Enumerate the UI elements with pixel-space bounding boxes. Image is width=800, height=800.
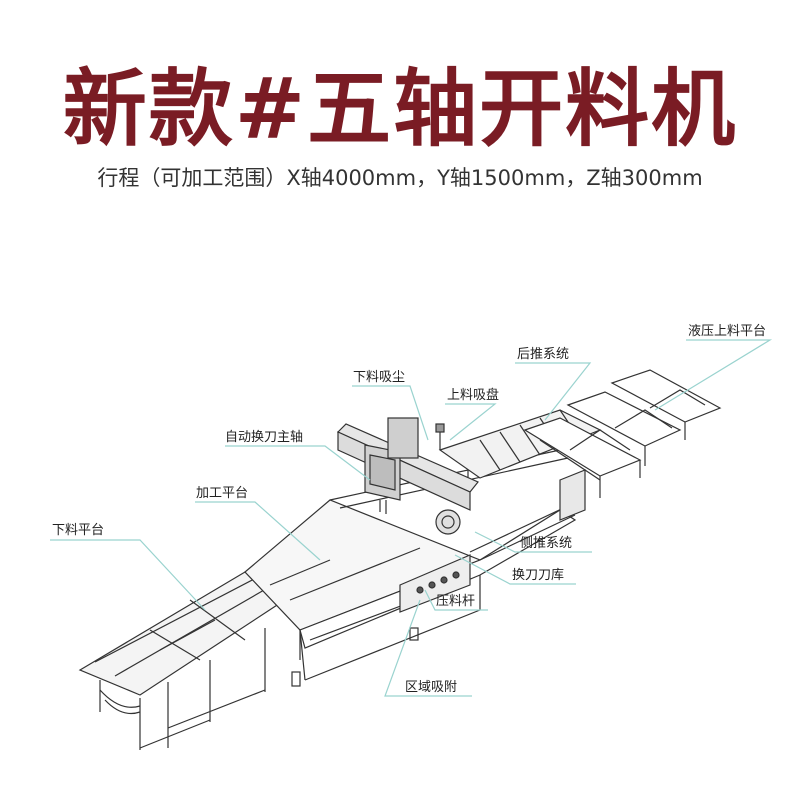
callout-unloading-dust-collection: 下料吸尘 bbox=[353, 370, 405, 385]
control-panel-drawing bbox=[399, 554, 471, 613]
callout-side-push-system: 侧推系统 bbox=[520, 536, 572, 551]
callout-tool-magazine: 换刀刀库 bbox=[512, 567, 564, 583]
page-title: 新款#五轴开料机 bbox=[62, 59, 738, 158]
callout-auto-tool-change-spindle: 自动换刀主轴 bbox=[225, 430, 303, 445]
callout-processing-platform: 加工平台 bbox=[196, 486, 248, 501]
callout-unloading-platform: 下料平台 bbox=[52, 523, 104, 538]
gantry-drawing bbox=[336, 417, 479, 535]
machine-drawing bbox=[78, 369, 722, 750]
callout-zone-vacuum: 区域吸附 bbox=[405, 680, 457, 695]
hydraulic-loading-platform-drawing bbox=[523, 369, 722, 498]
callout-loading-suction-cup: 上料吸盘 bbox=[447, 387, 499, 403]
travel-spec: 行程（可加工范围）X轴4000mm，Y轴1500mm，Z轴300mm bbox=[97, 166, 703, 190]
leader-lines bbox=[50, 339, 773, 697]
callout-hold-down-bar: 压料杆 bbox=[436, 594, 475, 609]
callout-hydraulic-loading-platform: 液压上料平台 bbox=[688, 324, 766, 339]
callout-rear-push-system: 后推系统 bbox=[517, 347, 569, 362]
unloading-platform-drawing bbox=[78, 571, 302, 750]
